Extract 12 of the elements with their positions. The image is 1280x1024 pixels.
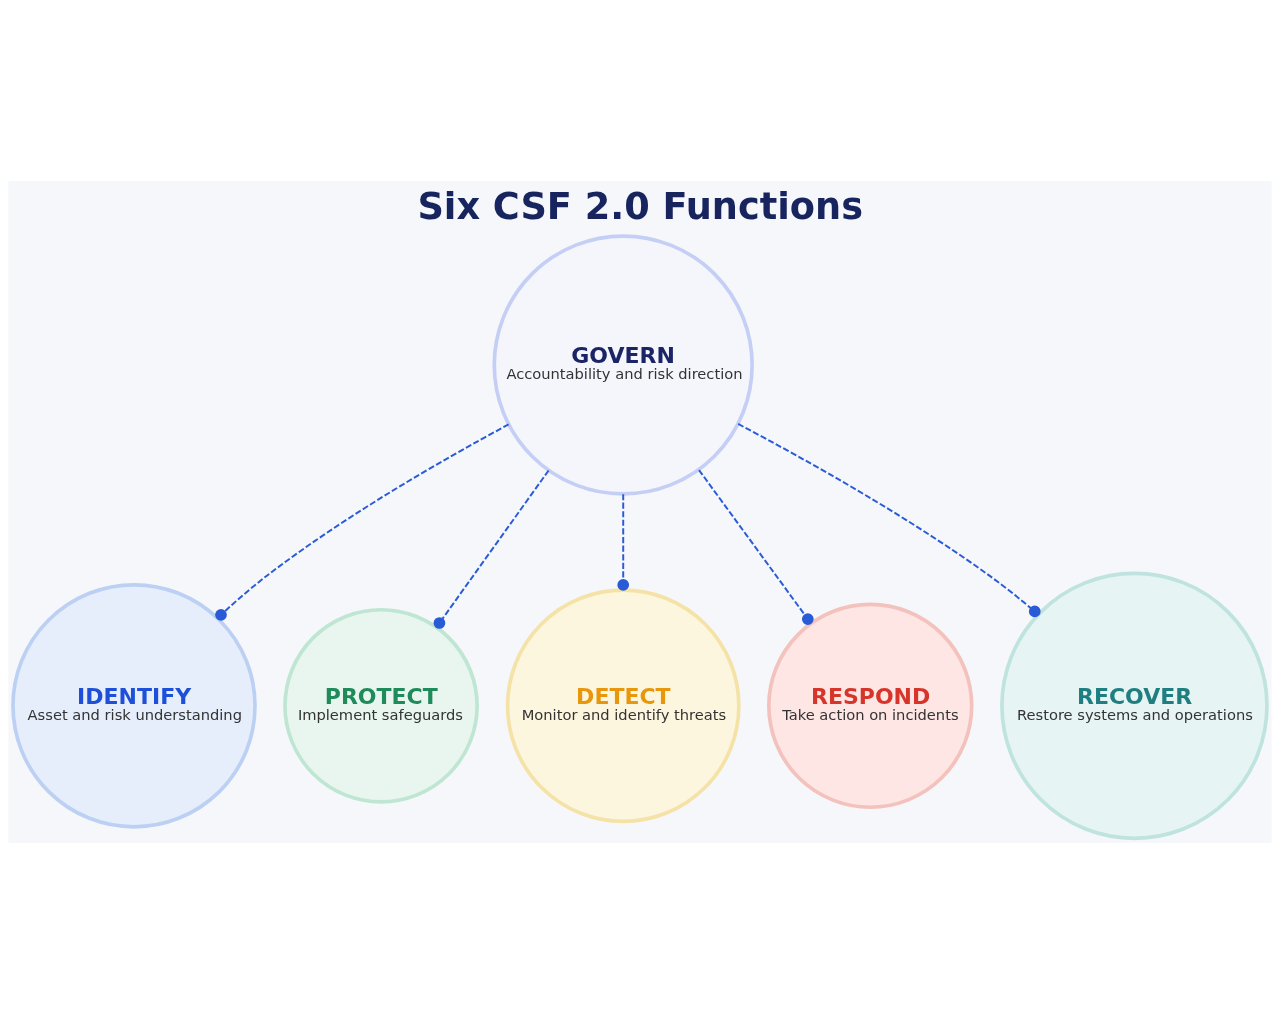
connector (433, 469, 550, 629)
node-circle: PROTECT Implement safeguards (283, 607, 479, 804)
node-circle: RECOVER Restore systems and operations (1000, 571, 1269, 841)
node-circle: DETECT Monitor and identify threats (505, 588, 741, 824)
node-circle: IDENTIFY Asset and risk understanding (11, 582, 257, 829)
connector (698, 469, 814, 625)
connector (737, 423, 1041, 618)
connector (215, 423, 510, 621)
node-circle: RESPOND Take action on incidents (767, 602, 974, 810)
diagram-title: Six CSF 2.0 Functions (417, 184, 863, 228)
connector (617, 493, 630, 591)
node-circle: GOVERN Accountability and risk direction (492, 234, 754, 496)
